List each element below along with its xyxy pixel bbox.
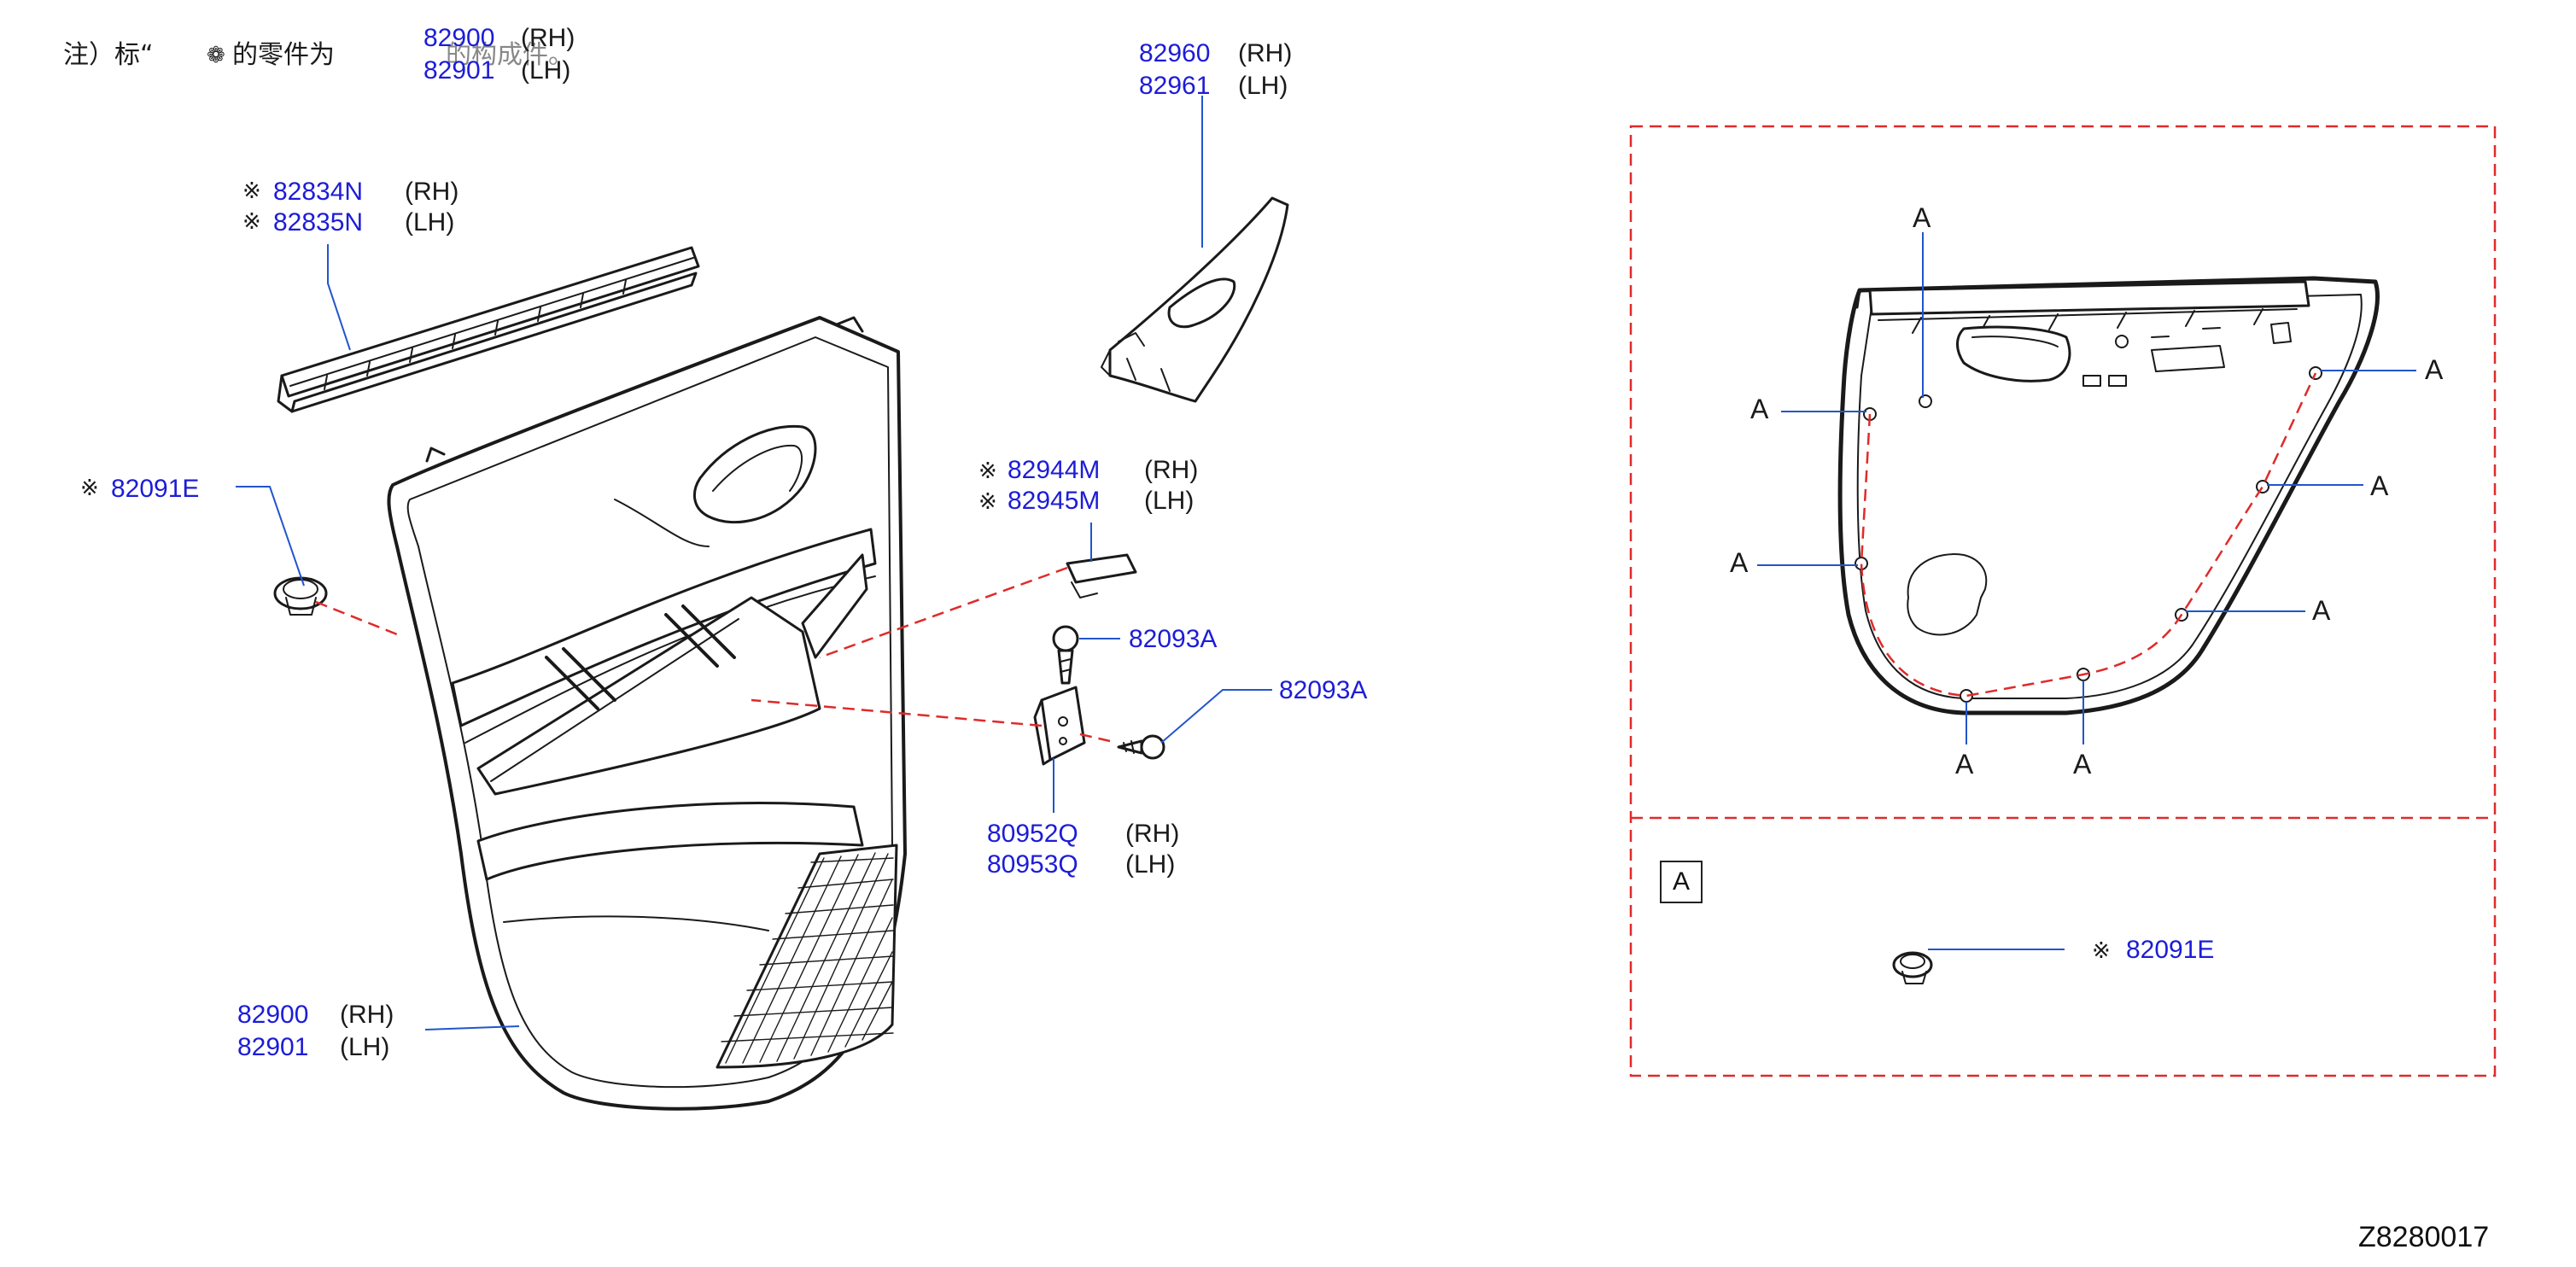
cap-pn-lh[interactable]: 82945M — [1008, 487, 1101, 515]
screw-upper-pn[interactable]: 82093A — [1129, 625, 1218, 653]
weatherstrip-side-rh: (RH) — [405, 178, 459, 206]
switch-finisher-side-rh: (RH) — [1238, 39, 1293, 67]
screw-lower-pn[interactable]: 82093A — [1279, 676, 1368, 704]
switch-finisher-pn-rh[interactable]: 82960 — [1139, 39, 1211, 67]
callout-a-7: A — [2370, 470, 2389, 501]
screw-lower-part — [1117, 734, 1165, 760]
note-prefix: 注）标“ — [63, 40, 154, 70]
bracket-side-lh: (LH) — [1125, 850, 1176, 879]
detail-clip-mark: ※ — [2092, 937, 2111, 963]
leader-weatherstrip — [327, 244, 351, 351]
callout-a-1: A — [1913, 202, 1931, 233]
switch-finisher-part — [1101, 196, 1289, 403]
clip-left-pn[interactable]: 82091E — [111, 475, 200, 503]
note-side-rh: (RH) — [521, 24, 575, 52]
trim-panel-side-rh: (RH) — [340, 1001, 394, 1029]
detail-clip-pn[interactable]: 82091E — [2126, 936, 2215, 964]
bracket-part — [1033, 686, 1086, 766]
weatherstrip-pn-lh[interactable]: 82835N — [273, 208, 364, 236]
weatherstrip-part — [277, 246, 700, 413]
callout-a-8: A — [2425, 354, 2444, 385]
callout-a-2: A — [1750, 394, 1769, 424]
callout-a-3: A — [1730, 547, 1749, 578]
clip-detail-part — [1892, 951, 1933, 984]
weatherstrip-side-lh: (LH) — [405, 208, 455, 236]
panel-rear-view — [1837, 276, 2380, 715]
explode-line-clip — [315, 600, 402, 638]
explode-line-bracket — [751, 698, 1111, 743]
note-middle: 的零件为 — [232, 40, 335, 70]
bracket-side-rh: (RH) — [1125, 820, 1180, 848]
door-trim-panel — [387, 316, 907, 1111]
cap-pn-rh[interactable]: 82944M — [1008, 456, 1101, 484]
leader-screw-lower — [1160, 689, 1272, 744]
note-pn-rh[interactable]: 82900 — [423, 24, 495, 52]
leader-trim-panel — [424, 1025, 520, 1031]
bracket-pn-rh[interactable]: 80952Q — [987, 820, 1078, 848]
weatherstrip-mark-lh: ※ — [242, 208, 261, 234]
diagram-code: Z8280017 — [2358, 1221, 2490, 1253]
detail-box-label: A — [1660, 861, 1703, 903]
cap-part — [1066, 553, 1137, 598]
weatherstrip-mark-rh: ※ — [242, 178, 261, 203]
explode-line-cap — [819, 566, 1068, 659]
callout-a-6: A — [2312, 595, 2331, 626]
cap-mark-rh: ※ — [978, 458, 997, 483]
screw-upper-part — [1052, 625, 1079, 685]
weatherstrip-pn-rh[interactable]: 82834N — [273, 178, 364, 206]
cap-mark-lh: ※ — [978, 488, 997, 514]
leader-clip-left — [236, 486, 305, 587]
clip-path-dashes — [1860, 372, 2317, 698]
switch-finisher-pn-lh[interactable]: 82961 — [1139, 72, 1211, 100]
callout-a-4: A — [1955, 749, 1974, 779]
trim-panel-pn-lh[interactable]: 82901 — [237, 1033, 309, 1061]
note-symbol-icon: ❁ — [207, 43, 225, 68]
note-side-lh: (LH) — [521, 56, 571, 85]
bracket-pn-lh[interactable]: 80953Q — [987, 850, 1078, 879]
callout-a-5: A — [2073, 749, 2092, 779]
cap-side-rh: (RH) — [1144, 456, 1199, 484]
clip-left-part — [273, 576, 328, 616]
switch-finisher-side-lh: (LH) — [1238, 72, 1288, 100]
note-pn-lh[interactable]: 82901 — [423, 56, 495, 85]
trim-panel-pn-rh[interactable]: 82900 — [237, 1001, 309, 1029]
cap-side-lh: (LH) — [1144, 487, 1195, 515]
trim-panel-side-lh: (LH) — [340, 1033, 390, 1061]
note-suffix: 的构成件。 — [446, 40, 574, 70]
clip-left-mark: ※ — [80, 475, 99, 500]
detail-frame — [1629, 125, 2497, 1077]
